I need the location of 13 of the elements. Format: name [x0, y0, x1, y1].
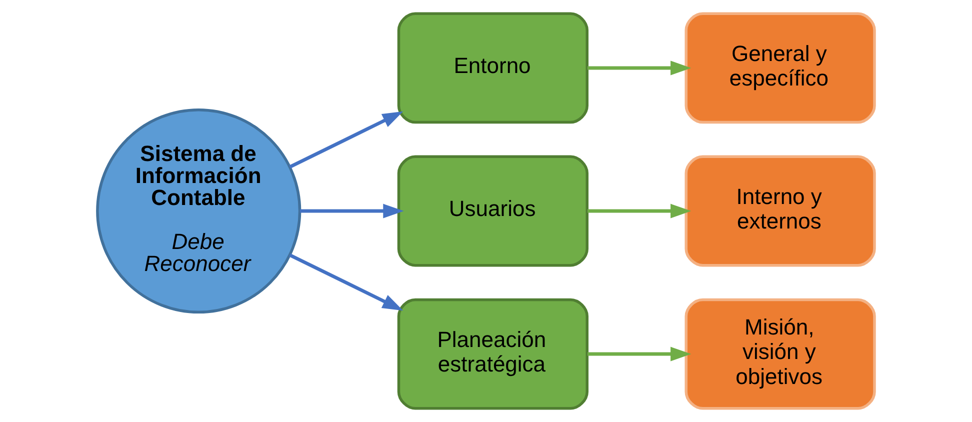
node-box: General y específico [684, 12, 876, 124]
arrow [588, 60, 692, 76]
node-box: Interno y externos [684, 155, 876, 267]
arrow [588, 346, 692, 362]
arrow [289, 254, 404, 311]
node-circle: Sistema de Información Contable Debe Reconocer [96, 108, 302, 314]
arrow [300, 204, 404, 218]
arrow [588, 204, 692, 218]
node-box: Entorno [397, 12, 588, 124]
node-box: Misión, visión y objetivos [684, 298, 876, 410]
node-box: Usuarios [397, 155, 588, 267]
arrow [289, 111, 404, 168]
node-box: Planeación estratégica [397, 298, 588, 410]
